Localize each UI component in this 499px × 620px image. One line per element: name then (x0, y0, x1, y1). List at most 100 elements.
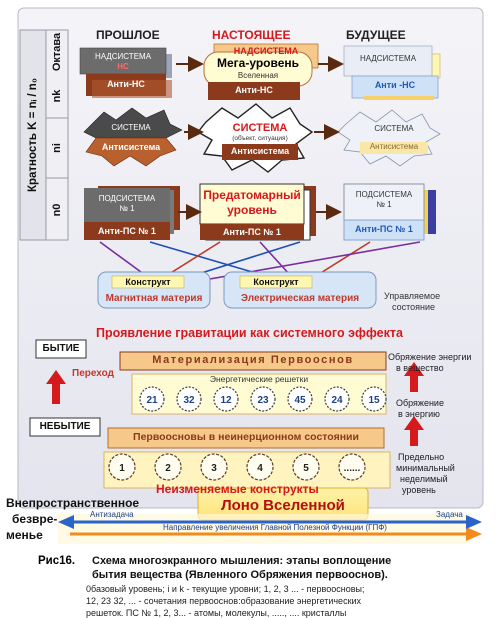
top-past-anti: Анти-НС (107, 79, 145, 89)
left-note-3: менье (6, 528, 43, 542)
left-note-2: безвре- (12, 512, 58, 526)
note-b1: Обряжение (396, 398, 444, 408)
low-past-group (84, 186, 180, 240)
energy-grid-number: 23 (257, 395, 269, 406)
energy-grid-number: 45 (294, 395, 306, 406)
transition-arrow (46, 370, 66, 404)
caption-line-1: Схема многоэкранного мышления: этапы воп… (92, 555, 392, 567)
managed-state-2: состояние (392, 302, 436, 312)
pervoosnova-bubble (246, 453, 274, 481)
low-future-anti: Анти-ПС № 1 (355, 224, 413, 234)
top-present-anti: Анти-НС (235, 85, 273, 95)
pervoosnova-bubble (108, 453, 136, 481)
note-c3: неделимый (400, 474, 448, 484)
materialization-box (119, 351, 387, 371)
construct-right (223, 271, 377, 309)
mid-past-group (83, 107, 183, 167)
construct-right-label: Электрическая материя (240, 293, 360, 304)
mid-past-title: СИСТЕМА (111, 123, 151, 132)
low-past-title: ПОДСИСТЕМА (98, 194, 156, 203)
top-past-title: НАДСИСТЕМА (94, 52, 152, 61)
pervoosnova-bubble (200, 453, 228, 481)
note-c1: Предельно (398, 452, 445, 462)
energy-grid-circle (361, 386, 387, 412)
kratnost-label: Кратность K = nᵢ / n₀ (27, 77, 39, 193)
top-present-main: Мега-уровень (216, 56, 300, 70)
energy-grid-number: 24 (331, 395, 343, 406)
oktava-label: Октава (51, 32, 63, 72)
energy-grid-circle (176, 386, 202, 412)
pervoosnova-bubble (338, 453, 366, 481)
energy-grid-number: 32 (183, 395, 195, 406)
top-future-group (343, 45, 441, 100)
gravity-title: Проявление гравитации как системного эфф… (96, 326, 403, 340)
note-a2: в вещество (396, 363, 444, 373)
perehod-label: Переход (72, 368, 114, 379)
caption-line-3: 0базовый уровень; i и k - текущие уровни… (86, 584, 365, 594)
energy-grid-circle (250, 386, 276, 412)
low-present-main-2: уровень (227, 203, 277, 217)
column-future: БУДУЩЕЕ (346, 28, 406, 42)
low-past-num: № 1 (119, 204, 135, 213)
low-present-main-1: Предатомарный (203, 188, 301, 202)
up-arrow-1 (404, 362, 424, 392)
pervoosnova-number: 1 (119, 463, 125, 474)
n0-label: n0 (51, 203, 63, 217)
direction-arrow (58, 514, 482, 544)
energy-grid-circle (213, 386, 239, 412)
direction-label: Направление увеличения Главной Полезной … (163, 523, 387, 532)
mid-future-group (337, 109, 441, 167)
pervoosnova-bubble (292, 453, 320, 481)
pervoosnova-number: 2 (165, 463, 171, 474)
pervoosnovy-box (107, 427, 385, 449)
lono-label: Лоно Вселенной (221, 497, 345, 514)
low-past-anti: Анти-ПС № 1 (98, 226, 156, 236)
construct-left (97, 271, 211, 309)
energy-grid-circle (287, 386, 313, 412)
ni-label: ni (51, 143, 63, 153)
mid-future-title: СИСТЕМА (374, 124, 414, 133)
pervoosnova-number: ...... (344, 463, 361, 474)
mid-future-anti: Антисистема (369, 142, 419, 151)
caption-line-4: 12, 23 32, ... - сочетания первооснов:об… (86, 596, 362, 606)
construct-left-title: Конструкт (125, 277, 171, 287)
top-present-sub: Вселенная (237, 71, 279, 80)
nebytie-label: НЕБЫТИЕ (39, 421, 91, 432)
mid-present-group (196, 103, 314, 173)
pervoosnovy-label: Первоосновы в неинерционном состоянии (133, 431, 359, 443)
low-present-group (199, 183, 316, 241)
low-future-group (343, 183, 436, 241)
bytie-box (35, 339, 87, 359)
top-future-anti: Анти -НС (374, 80, 416, 90)
top-past-group (79, 47, 172, 98)
column-present: НАСТОЯЩЕЕ (212, 28, 291, 42)
low-present-anti: Анти-ПС № 1 (223, 227, 281, 237)
construct-right-title: Конструкт (253, 277, 299, 287)
side-axis (19, 29, 69, 241)
top-present-group (203, 43, 319, 100)
energy-grid-number: 15 (368, 395, 380, 406)
low-future-title: ПОДСИСТЕМА (355, 190, 413, 199)
nebytie-box (29, 417, 101, 437)
mid-present-sub: (объект, ситуация) (232, 135, 288, 142)
up-arrow-2 (404, 416, 424, 446)
pervoosnova-number: 4 (257, 463, 263, 474)
top-future-title: НАДСИСТЕМА (359, 54, 417, 63)
mid-past-anti: Антисистема (101, 142, 161, 152)
antizadacha-label: Антизадача (90, 510, 134, 519)
managed-state-1: Управляемое (384, 291, 441, 301)
unchangeable-label: Неизменяемые конструкты (156, 482, 319, 496)
energy-grid-number: 21 (146, 395, 158, 406)
bytie-label: БЫТИЕ (42, 343, 80, 354)
mid-present-title: СИСТЕМА (232, 122, 288, 134)
caption-fig: Рис16. (38, 555, 76, 567)
nk-label: nk (51, 89, 63, 103)
materialization-label: Материализация Первооснов (152, 354, 354, 366)
note-b2: в энергию (398, 409, 440, 419)
note-c2: минимальный (396, 463, 455, 473)
caption-line-5: решеток. ПС № 1, 2, 3... - атомы, молеку… (86, 608, 347, 618)
note-a1: Обряжение энергии (388, 352, 472, 362)
pervoosnova-bubble (154, 453, 182, 481)
top-present-title: НАДСИСТЕМА (233, 46, 299, 56)
